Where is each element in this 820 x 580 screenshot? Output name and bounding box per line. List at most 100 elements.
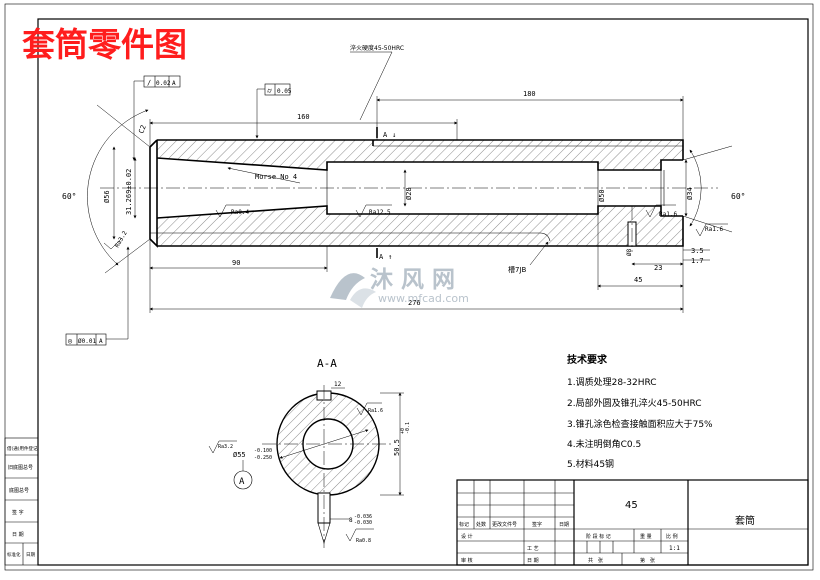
tb-label-4: 签字 — [532, 521, 542, 528]
tb-design: 设 计 — [461, 533, 473, 540]
upper-wall-section — [157, 140, 683, 170]
side-item-4: 签 字 — [12, 509, 24, 516]
side-table: 借(通)用件登记 旧底图总号 底图总号 签 字 日 期 标准化 日期 — [4, 437, 39, 566]
undercut-label: 槽7JB — [508, 265, 527, 274]
tb-scale: 1:1 — [669, 545, 680, 552]
tech-item-4: 4.未注明倒角C0.5 — [567, 438, 641, 450]
svg-text:A: A — [99, 338, 103, 345]
svg-text:Ø0.01: Ø0.01 — [78, 338, 96, 345]
section-marker-top: A — [383, 131, 388, 139]
tech-requirements: 技术要求 1.调质处理28-32HRC 2.局部外圆及锥孔淬火45-50HRC … — [567, 353, 713, 470]
angle-line-left-2 — [104, 238, 151, 274]
chamfer-c2: C2 — [137, 124, 147, 135]
tech-item-1: 1.调质处理28-32HRC — [567, 376, 657, 388]
tb-label-3: 更改文件号 — [492, 521, 517, 528]
dim-right-dia-1: Ø50 — [598, 189, 606, 202]
section-marker-top-sub: ↓ — [392, 131, 396, 139]
dim-160: 160 — [297, 113, 310, 121]
section-a-a: A-A 12 50.5 +0 -0.1 Ø55 -0.100 -0.250 8 … — [208, 357, 411, 548]
tb-scale-header: 比 例 — [666, 533, 678, 540]
tech-heading: 技术要求 — [567, 353, 608, 366]
tb-label-5: 日期 — [559, 522, 569, 528]
main-view: Morse No 4 Ø56 31.269±0.02 Ø28 Ø50 Ø34 1… — [62, 75, 745, 346]
watermark-en: www.mfcad.com — [378, 292, 469, 305]
svg-text:Ra0.8: Ra0.8 — [356, 538, 371, 544]
tech-item-5: 5.材料45钢 — [567, 458, 614, 470]
angle-line-right-1 — [682, 145, 733, 161]
section-w-tol-bot: -0.1 — [405, 422, 411, 434]
watermark-cn: 沐 风 网 — [370, 267, 455, 293]
section-w-tol-top: +0 — [400, 428, 406, 434]
dim-276: 276 — [408, 299, 421, 307]
gdt-frame-2: ⌭ 0.05 — [255, 83, 292, 139]
roughness-r1: Ra0.4 — [215, 204, 250, 218]
section-width: 50.5 — [393, 439, 401, 456]
section-key-tol-bot: -0.030 — [354, 520, 372, 526]
tb-stage-header: 阶 段 标 记 — [586, 533, 611, 540]
dim-left-dia: Ø56 — [103, 190, 111, 203]
roughness-r6: Ra3.2 — [208, 440, 237, 454]
dim-23: 23 — [654, 264, 662, 272]
tb-part-name: 套筒 — [735, 514, 755, 527]
angle-arc-left — [87, 109, 149, 266]
section-k-width: 12 — [334, 381, 342, 388]
watermark-logo-icon — [330, 273, 376, 308]
side-bottom-left: 标准化 — [7, 551, 21, 558]
tb-sheet-no: 第 张 — [640, 557, 655, 564]
page-title: 套筒零件图 — [22, 25, 187, 64]
dim-bore-dia: 31.269±0.02 — [125, 169, 133, 215]
dim-key-8: Ø8 — [626, 248, 633, 256]
section-dia-tol-bot: -0.250 — [254, 455, 272, 461]
undercut-leader — [529, 241, 549, 266]
tech-item-3: 3.锥孔涂色检查接触面积应大于75% — [567, 418, 713, 430]
watermark: 沐 风 网 www.mfcad.com — [330, 267, 469, 308]
tb-check: 审 核 — [461, 557, 473, 564]
section-dia: Ø55 — [233, 451, 246, 459]
top-note: 淬火硬度45-50HRC — [350, 44, 404, 52]
angle-arc-right — [689, 149, 702, 227]
svg-text:Ra1.6: Ra1.6 — [368, 408, 383, 414]
tb-label-1: 标记 — [459, 521, 469, 528]
title-block: 标记 处数 更改文件号 签字 日期 设 计 审 核 工 艺 日 期 45 阶 段… — [456, 479, 809, 566]
tb-label-2: 处数 — [476, 521, 486, 528]
angle-line-left-1 — [96, 104, 151, 148]
dim-45: 45 — [634, 276, 642, 284]
side-bottom-right: 日期 — [26, 552, 35, 558]
inner-frame — [37, 18, 809, 566]
section-dia-tol-top: -0.100 — [254, 448, 272, 454]
tb-date: 日 期 — [527, 558, 539, 564]
roughness-r2: Ra12.5 — [355, 204, 392, 218]
svg-text:∕: ∕ — [147, 79, 151, 87]
side-item-3: 底图总号 — [9, 487, 29, 494]
svg-text:A: A — [172, 80, 176, 87]
angle-left: 60° — [62, 192, 76, 201]
dim-right-dia-2: Ø34 — [686, 187, 694, 200]
gdt-frame-1: ∕ 0.02 A — [132, 75, 181, 161]
svg-text:0.02: 0.02 — [156, 80, 171, 87]
side-item-5: 日 期 — [12, 532, 24, 538]
dim-90: 90 — [232, 259, 240, 267]
section-key-tol-top: -0.036 — [354, 514, 372, 520]
tech-item-2: 2.局部外圆及锥孔淬火45-50HRC — [567, 397, 702, 409]
svg-text:Ra12.5: Ra12.5 — [369, 209, 391, 216]
svg-text:◎: ◎ — [68, 337, 73, 345]
lower-wall-section — [157, 206, 683, 246]
svg-text:0.05: 0.05 — [277, 88, 292, 95]
svg-text:Ra3.2: Ra3.2 — [114, 230, 129, 249]
bottom-keyway — [150, 232, 551, 242]
tb-approve: 工 艺 — [527, 546, 539, 552]
tb-material: 45 — [625, 500, 638, 511]
gdt-frame-3: ◎ Ø0.01 A — [65, 246, 130, 346]
dim-180: 180 — [523, 90, 536, 98]
svg-text:Ra0.4: Ra0.4 — [231, 209, 249, 216]
outer-frame — [4, 3, 814, 571]
angle-right: 60° — [731, 192, 745, 201]
dim-mid-dia: Ø28 — [405, 187, 413, 200]
tb-weight-header: 重 量 — [640, 533, 652, 540]
section-marker-bottom-sub: ↑ — [388, 253, 392, 261]
datum-a: A — [239, 477, 245, 487]
dim-3-5: 3.5 — [691, 247, 704, 255]
svg-text:Ra3.2: Ra3.2 — [218, 444, 233, 450]
svg-text:Ra1.6: Ra1.6 — [705, 226, 723, 233]
